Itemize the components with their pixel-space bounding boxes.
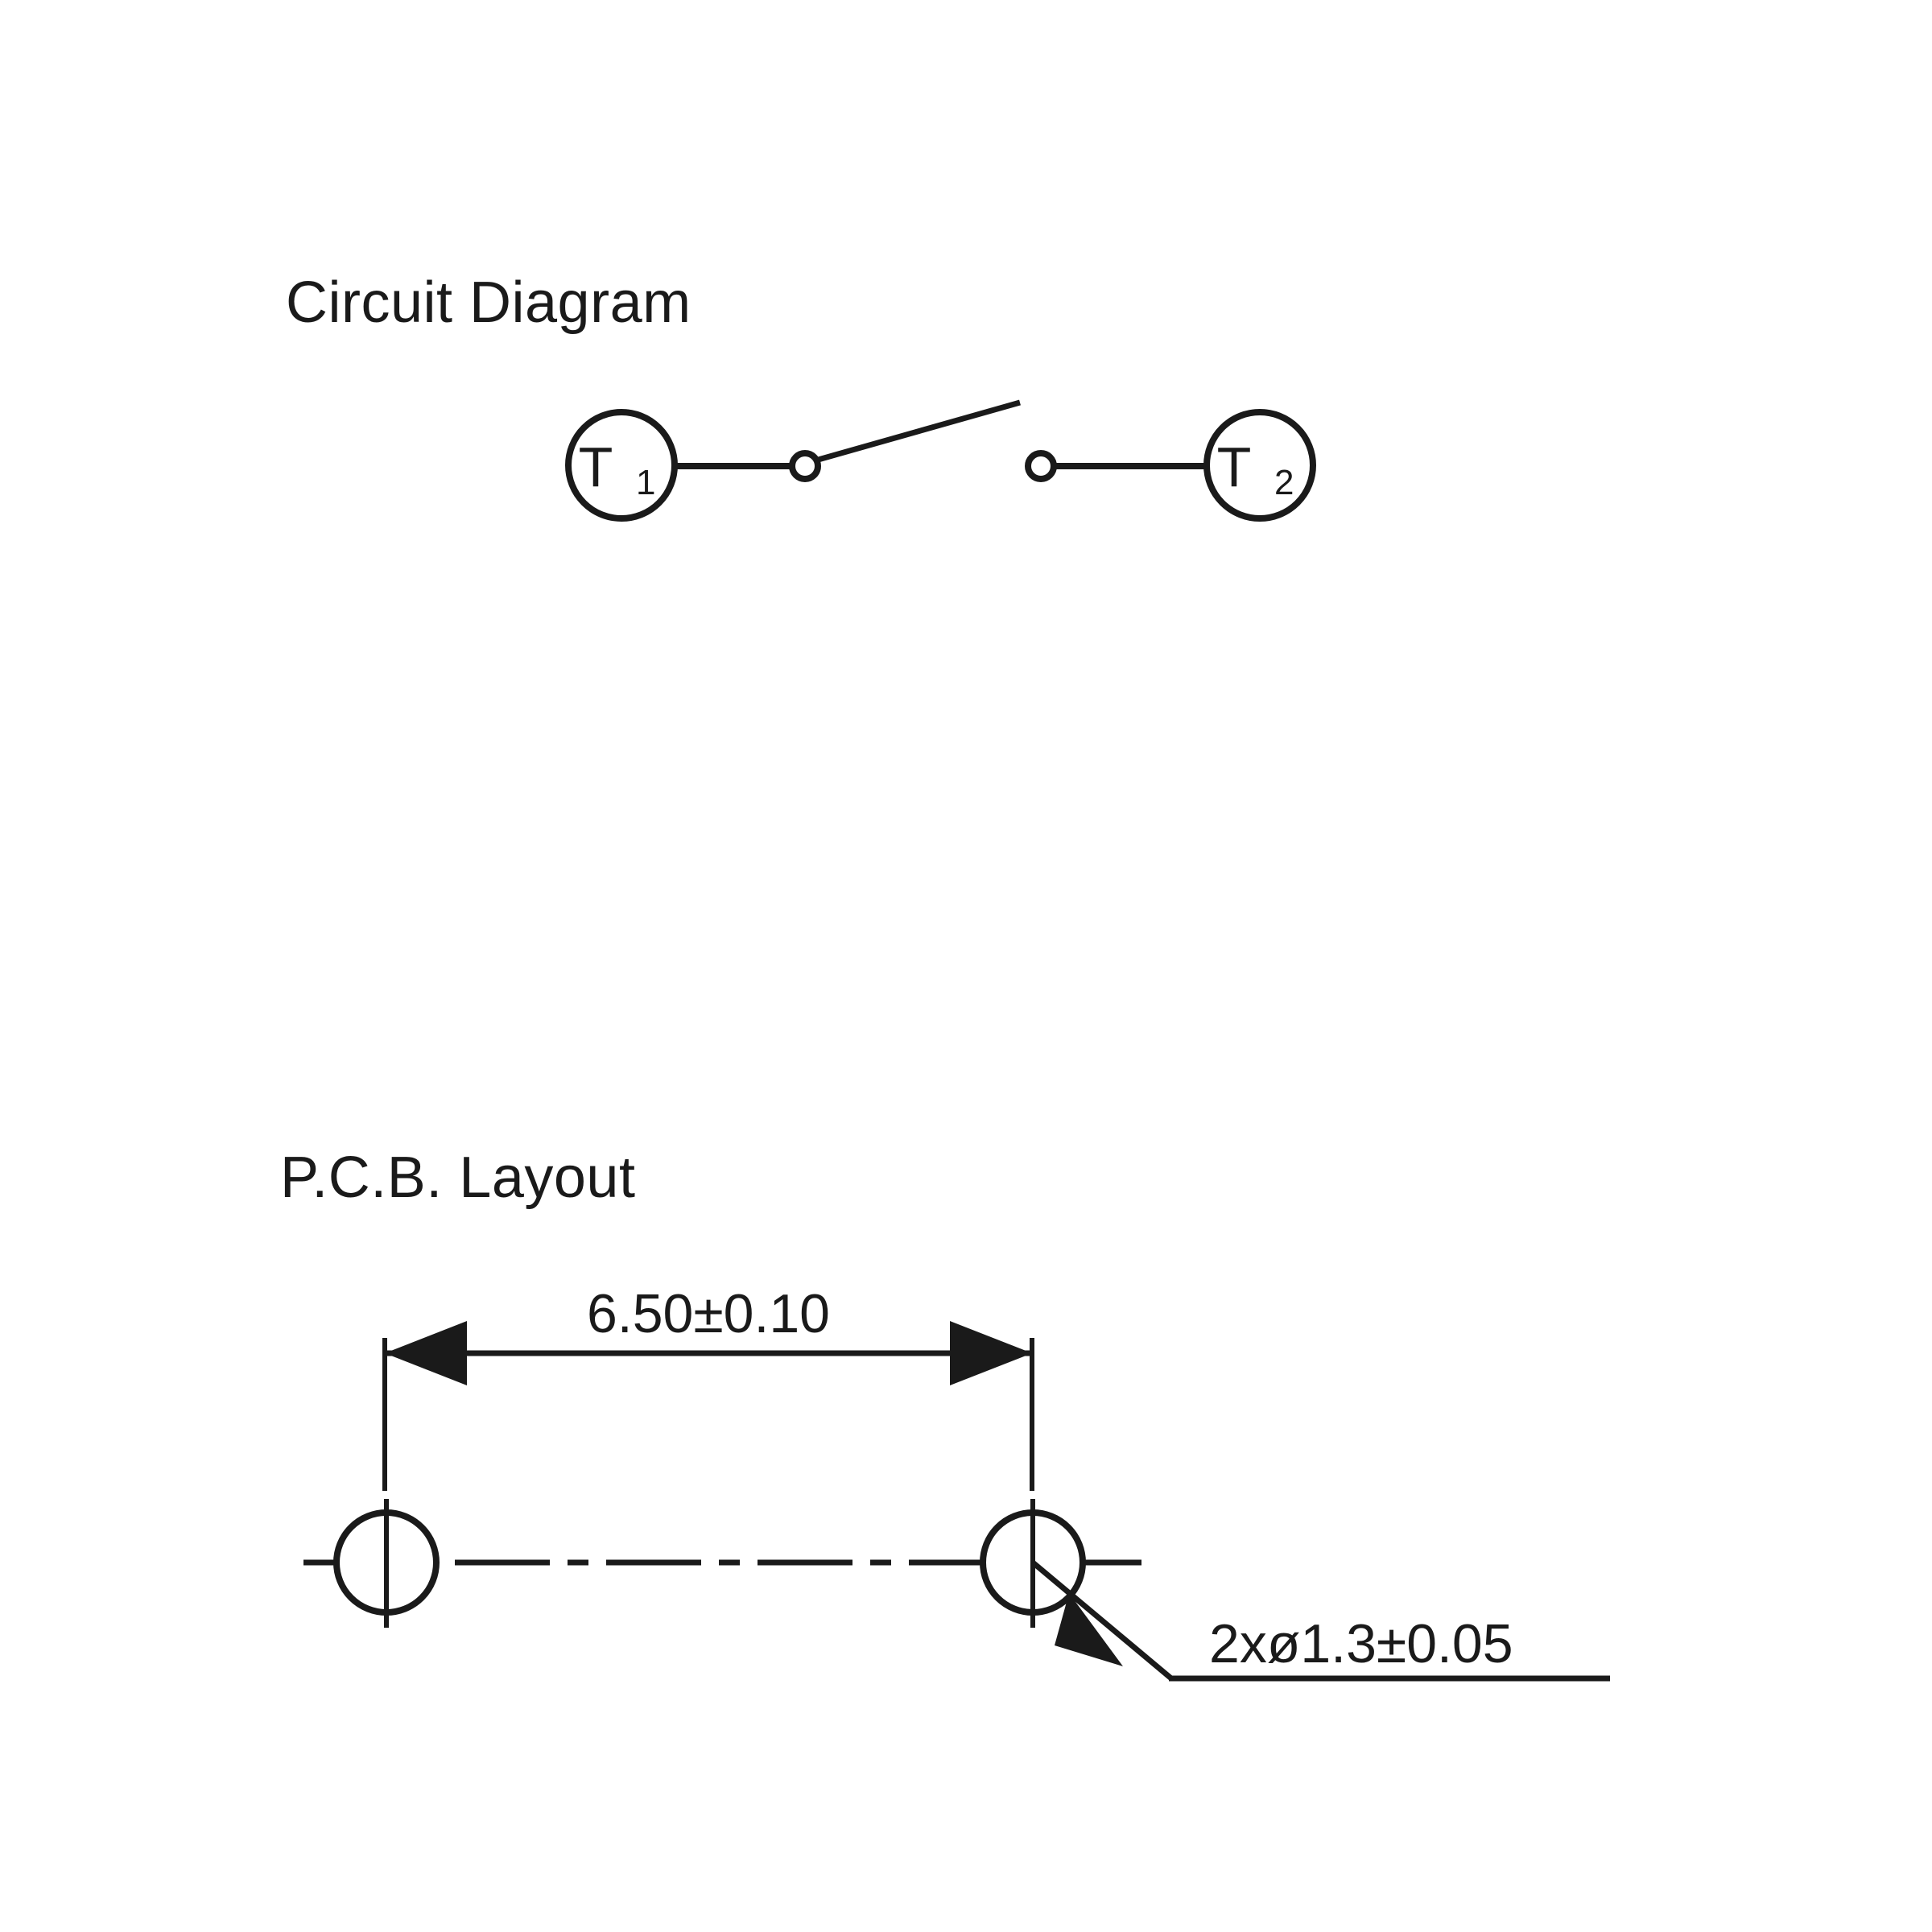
pitch-dimension-text: 6.50±0.10 bbox=[587, 1283, 830, 1344]
circuit-diagram-section: Circuit Diagram T 1 T 2 bbox=[286, 270, 1316, 522]
dimension-arrow-left bbox=[385, 1321, 467, 1385]
terminal-t2-letter: T bbox=[1217, 436, 1252, 498]
pcb-layout-section: P.C.B. Layout 6.50±0.10 bbox=[280, 1146, 1610, 1682]
pcb-hole-left bbox=[333, 1499, 440, 1628]
terminal-t1-letter: T bbox=[579, 436, 613, 498]
leader-arrowhead bbox=[1055, 1593, 1123, 1666]
switch-blade bbox=[815, 399, 1021, 464]
terminal-t2-subscript: 2 bbox=[1274, 463, 1294, 502]
dimension-arrow-right bbox=[950, 1321, 1032, 1385]
terminal-t2-circle bbox=[1203, 409, 1316, 522]
terminal-t1: T 1 bbox=[565, 409, 678, 522]
terminal-t2: T 2 bbox=[1203, 409, 1316, 522]
switch-contact-right bbox=[1025, 450, 1057, 482]
hole-callout-text: 2xø1.3±0.05 bbox=[1209, 1613, 1513, 1674]
leader-diagonal-segment bbox=[1030, 1560, 1174, 1681]
hole-callout-leader bbox=[1030, 1560, 1610, 1682]
terminal-t1-subscript: 1 bbox=[636, 463, 655, 502]
switch-contact-left bbox=[789, 450, 821, 482]
circuit-diagram-title: Circuit Diagram bbox=[286, 270, 691, 335]
pcb-layout-title: P.C.B. Layout bbox=[280, 1146, 635, 1210]
